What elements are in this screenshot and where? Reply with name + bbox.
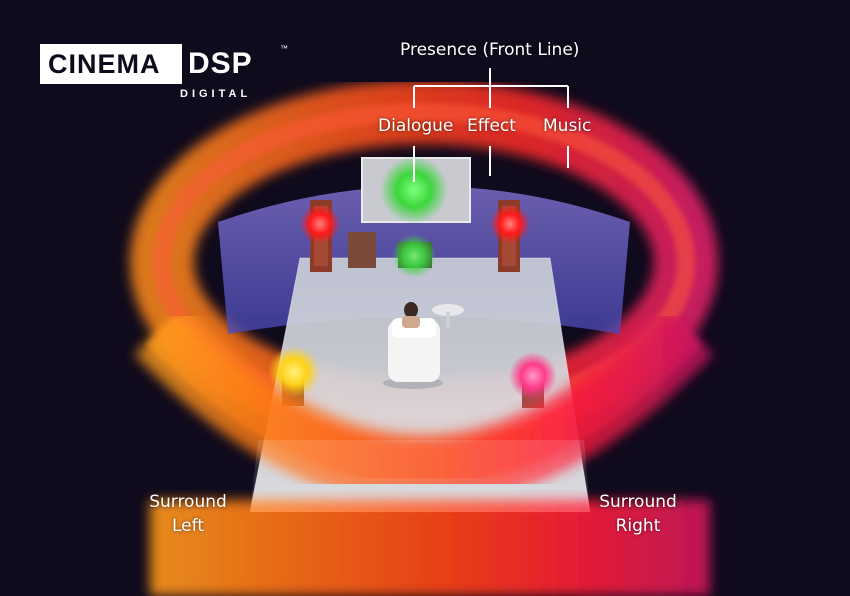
- dialogue-glow: [380, 156, 448, 224]
- center-box-left: [348, 232, 376, 268]
- front-right-glow: [490, 204, 530, 244]
- presence-bracket: [413, 68, 569, 182]
- floor-sheet-front: [250, 440, 590, 512]
- logo-digital-text: DIGITAL: [180, 88, 252, 100]
- side-table: [432, 304, 464, 328]
- logo-dsp-plate: DSP: [178, 44, 280, 84]
- effect-label: Effect: [467, 116, 516, 136]
- front-left-glow: [300, 204, 340, 244]
- viewer-armchair: [383, 302, 443, 389]
- surround-right-glow: [509, 352, 557, 400]
- surround-left-line1: Surround: [149, 492, 227, 512]
- surround-left-line2: Left: [172, 516, 204, 536]
- surround-left-label: Surround Left: [140, 490, 236, 538]
- music-label: Music: [543, 116, 592, 136]
- dialogue-label: Dialogue: [378, 116, 454, 136]
- logo-dsp-text: DSP: [188, 47, 253, 80]
- logo-white-plate: CINEMA DSP: [40, 44, 280, 84]
- presence-label: Presence (Front Line): [400, 40, 580, 60]
- surround-left-glow: [268, 346, 320, 398]
- logo-cinema-text: CINEMA: [48, 49, 161, 79]
- surround-right-line1: Surround: [599, 492, 677, 512]
- cinema-dsp-logo: CINEMA DSP ™ DIGITAL: [40, 44, 288, 100]
- surround-right-label: Surround Right: [590, 490, 686, 538]
- center-speaker-glow: [392, 234, 436, 278]
- sound-ring-front: [134, 305, 714, 596]
- surround-right-line2: Right: [615, 516, 661, 536]
- logo-trademark: ™: [280, 44, 288, 53]
